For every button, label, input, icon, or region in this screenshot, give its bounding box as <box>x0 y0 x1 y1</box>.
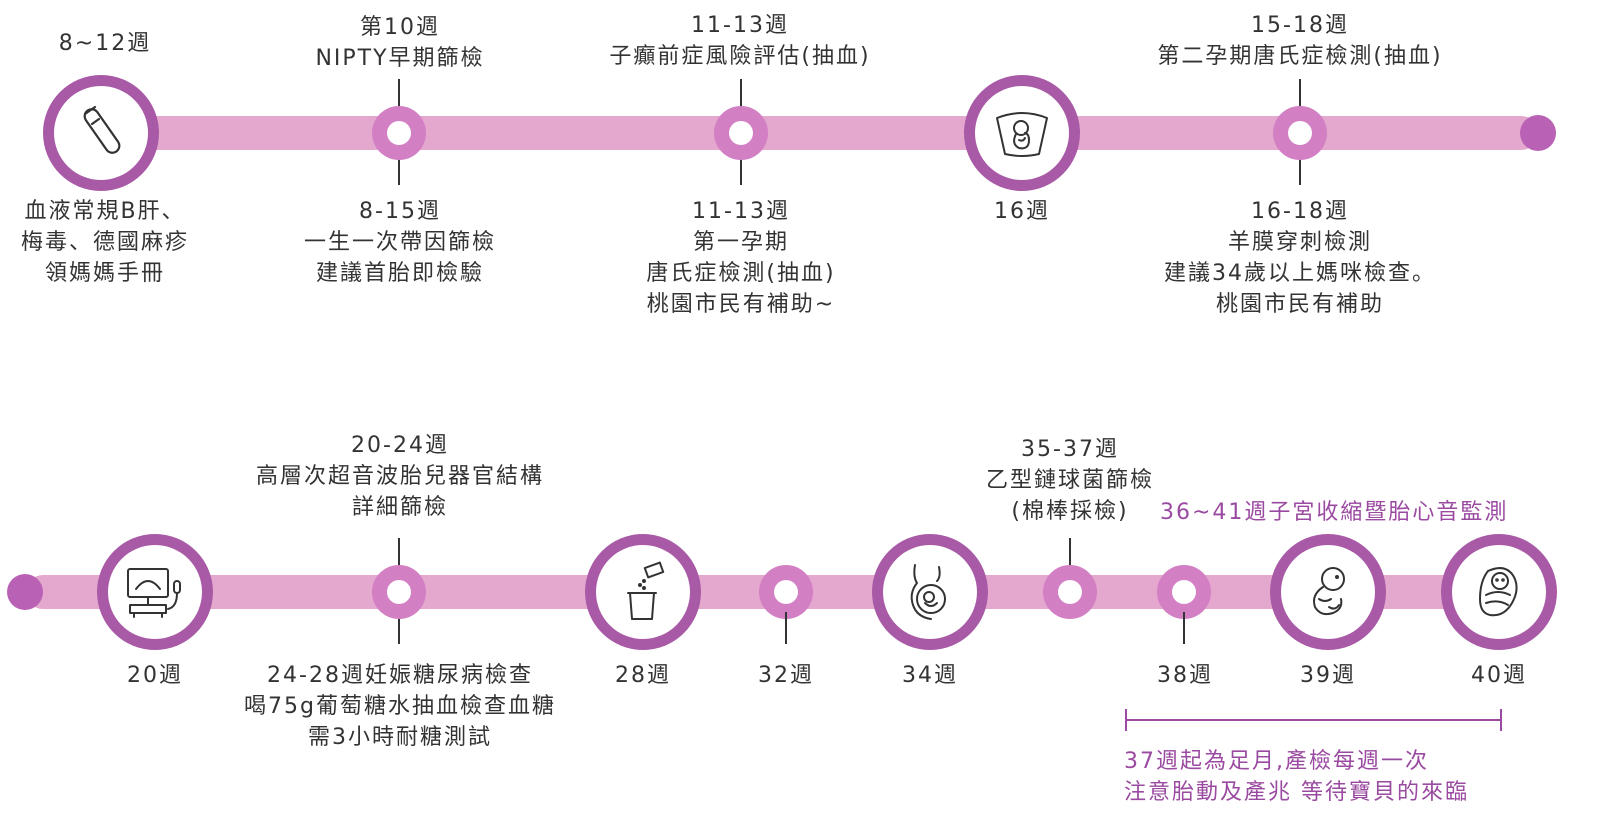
ultrasound-fetus-icon <box>996 112 1048 157</box>
label-20-weeks: 20週 <box>127 663 183 688</box>
label-8-12-bottom: 血液常規B肝、 梅毒、德國麻疹 領媽媽手冊 <box>20 199 189 286</box>
node-34-weeks <box>872 534 988 650</box>
label-24-28-bottom: 24-28週妊娠糖尿病檢查 喝75g葡萄糖水抽血檢查血糖 需3小時耐糖測試 <box>244 663 556 750</box>
label-35-37-top: 35-37週 乙型鏈球菌篩檢 (棉棒採檢) <box>985 437 1154 524</box>
label-11-13-top: 11-13週 子癲前症風險評估(抽血) <box>609 13 871 69</box>
node-20-24-weeks <box>372 565 426 619</box>
label-32-weeks: 32週 <box>758 663 814 688</box>
full-term-note: 37週起為足月,產檢每週一次 注意胎動及產兆 等待寶貝的來臨 <box>1124 749 1469 805</box>
node-40-weeks <box>1441 534 1557 650</box>
node-38-weeks <box>1157 565 1211 619</box>
swaddled-baby-icon <box>1479 567 1518 617</box>
node-8-12-weeks <box>43 75 159 191</box>
node-39-weeks <box>1270 534 1386 650</box>
node-35-37-weeks <box>1043 565 1097 619</box>
timeline-end-dot-row1 <box>1520 115 1556 151</box>
label-16-18-bottom: 16-18週 羊膜穿刺檢測 建議34歲以上媽咪檢查。 桃園市民有補助 <box>1164 199 1436 317</box>
node-28-weeks <box>585 534 701 650</box>
label-39-weeks: 39週 <box>1300 663 1356 688</box>
label-34-weeks: 34週 <box>902 663 958 688</box>
tick-32 <box>785 612 787 644</box>
label-week10-bottom: 8-15週 一生一次帶因篩檢 建議首胎即檢驗 <box>303 199 496 286</box>
tick-35-37 <box>1069 538 1071 578</box>
node-11-13-weeks <box>714 106 768 160</box>
label-36-41-monitoring: 36~41週子宮收縮暨胎心音監測 <box>1160 500 1509 525</box>
label-40-weeks: 40週 <box>1471 663 1527 688</box>
node-16-weeks <box>964 75 1080 191</box>
glucose-drink-icon <box>627 561 665 620</box>
label-11-13-bottom: 11-13週 第一孕期 唐氏症檢測(抽血) 桃園市民有補助~ <box>646 199 836 317</box>
tick-38 <box>1183 612 1185 644</box>
full-term-range-line <box>1125 719 1502 721</box>
label-week10-top: 第10週 NIPTY早期篩檢 <box>315 15 485 71</box>
fetus-icon <box>1313 567 1345 616</box>
label-16-weeks: 16週 <box>994 199 1050 224</box>
label-15-18-top: 15-18週 第二孕期唐氏症檢測(抽血) <box>1157 13 1443 69</box>
label-20-24-top: 20-24週 高層次超音波胎兒器官結構 詳細篩檢 <box>255 433 544 520</box>
node-32-weeks <box>759 565 813 619</box>
pregnant-belly-icon <box>910 564 946 620</box>
timeline-start-dot-row2 <box>7 574 43 610</box>
label-8-12-top: 8~12週 <box>58 31 152 56</box>
node-week10 <box>372 106 426 160</box>
label-38-weeks: 38週 <box>1157 663 1213 688</box>
range-end-cap <box>1500 709 1502 731</box>
node-20-weeks <box>97 534 213 650</box>
label-28-weeks: 28週 <box>615 663 671 688</box>
ultrasound-machine-icon <box>127 568 181 618</box>
test-tube-icon <box>83 105 121 154</box>
node-15-18-weeks <box>1273 106 1327 160</box>
